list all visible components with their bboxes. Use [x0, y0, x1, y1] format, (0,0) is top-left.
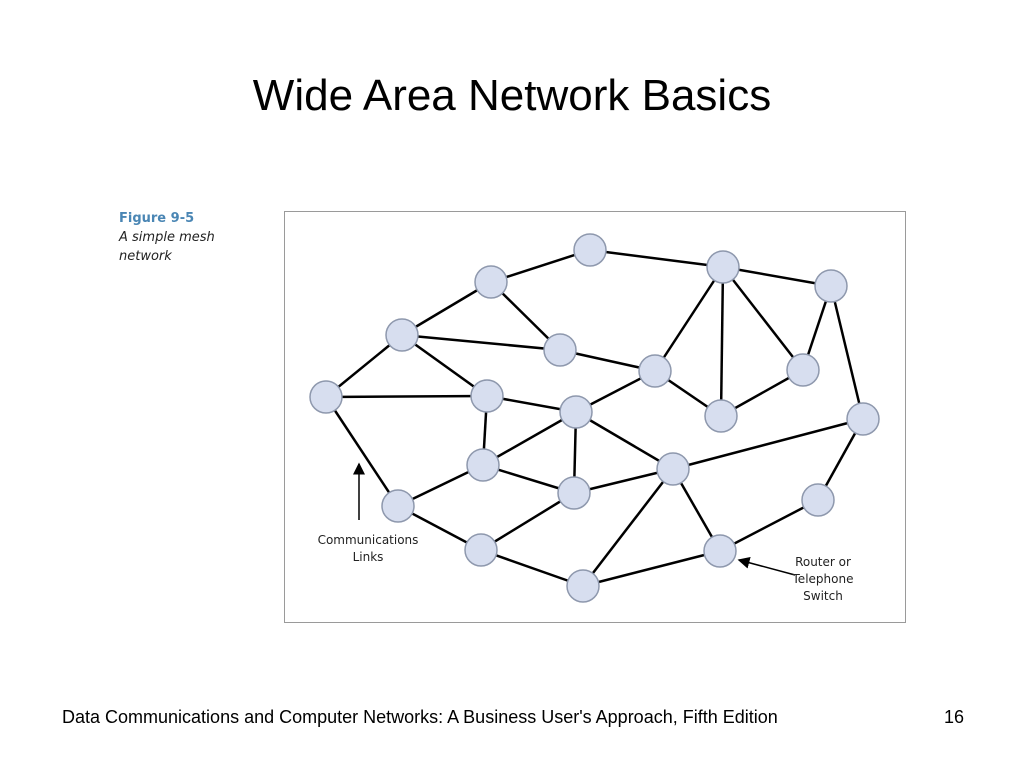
router-node [470, 379, 504, 413]
router-node [704, 399, 738, 433]
router-node [573, 233, 607, 267]
communications-link [480, 491, 575, 552]
router-node [814, 269, 848, 303]
router-node [381, 489, 415, 523]
router-node [656, 452, 690, 486]
communications-link [401, 333, 561, 352]
communications-link [490, 248, 591, 284]
slide-title: Wide Area Network Basics [252, 71, 772, 120]
figure-caption-line-1: A simple mesh [119, 230, 215, 245]
communications-link [589, 248, 724, 269]
communications-link [582, 549, 721, 588]
communications-link [575, 410, 674, 471]
communications-link [325, 394, 488, 399]
slide-footer: Data Communications and Computer Network… [62, 707, 778, 727]
page-number: 16 [943, 707, 964, 727]
router-label: Router or Telephone Switch [792, 555, 854, 603]
router-node [474, 265, 508, 299]
figure-number: Figure 9-5 [119, 211, 195, 226]
network-nodes [309, 233, 880, 603]
router-node [309, 380, 343, 414]
router-node [706, 250, 740, 284]
communications-link [719, 266, 725, 417]
router-node [846, 402, 880, 436]
router-node [543, 333, 577, 367]
router-node [464, 533, 498, 567]
communications-links-label: Communications Links [317, 533, 419, 564]
router-node [466, 448, 500, 482]
communications-link [482, 410, 577, 467]
communications-link [480, 548, 584, 588]
router-node [385, 318, 419, 352]
router-node [638, 354, 672, 388]
router-node [786, 353, 820, 387]
communications-link [401, 280, 492, 337]
communications-link [719, 498, 819, 553]
communications-link [653, 266, 725, 372]
communications-link [582, 468, 674, 587]
router-node [801, 483, 835, 517]
communications-link [573, 467, 674, 495]
mesh-network-figure: Communications Links Router or Telephone… [284, 211, 906, 623]
communications-link [722, 266, 804, 371]
communications-link [324, 396, 400, 507]
router-node [566, 569, 600, 603]
communications-link [672, 417, 864, 471]
router-annotation-arrow [737, 556, 796, 576]
communications-link [829, 285, 865, 420]
router-node [703, 534, 737, 568]
figure-caption-line-2: network [119, 249, 172, 264]
mesh-network-diagram [309, 233, 880, 603]
router-node [557, 476, 591, 510]
communications-link [722, 265, 832, 288]
communications-link [401, 333, 488, 398]
router-node [559, 395, 593, 429]
figure-caption: Figure 9-5 A simple mesh network [119, 210, 259, 266]
